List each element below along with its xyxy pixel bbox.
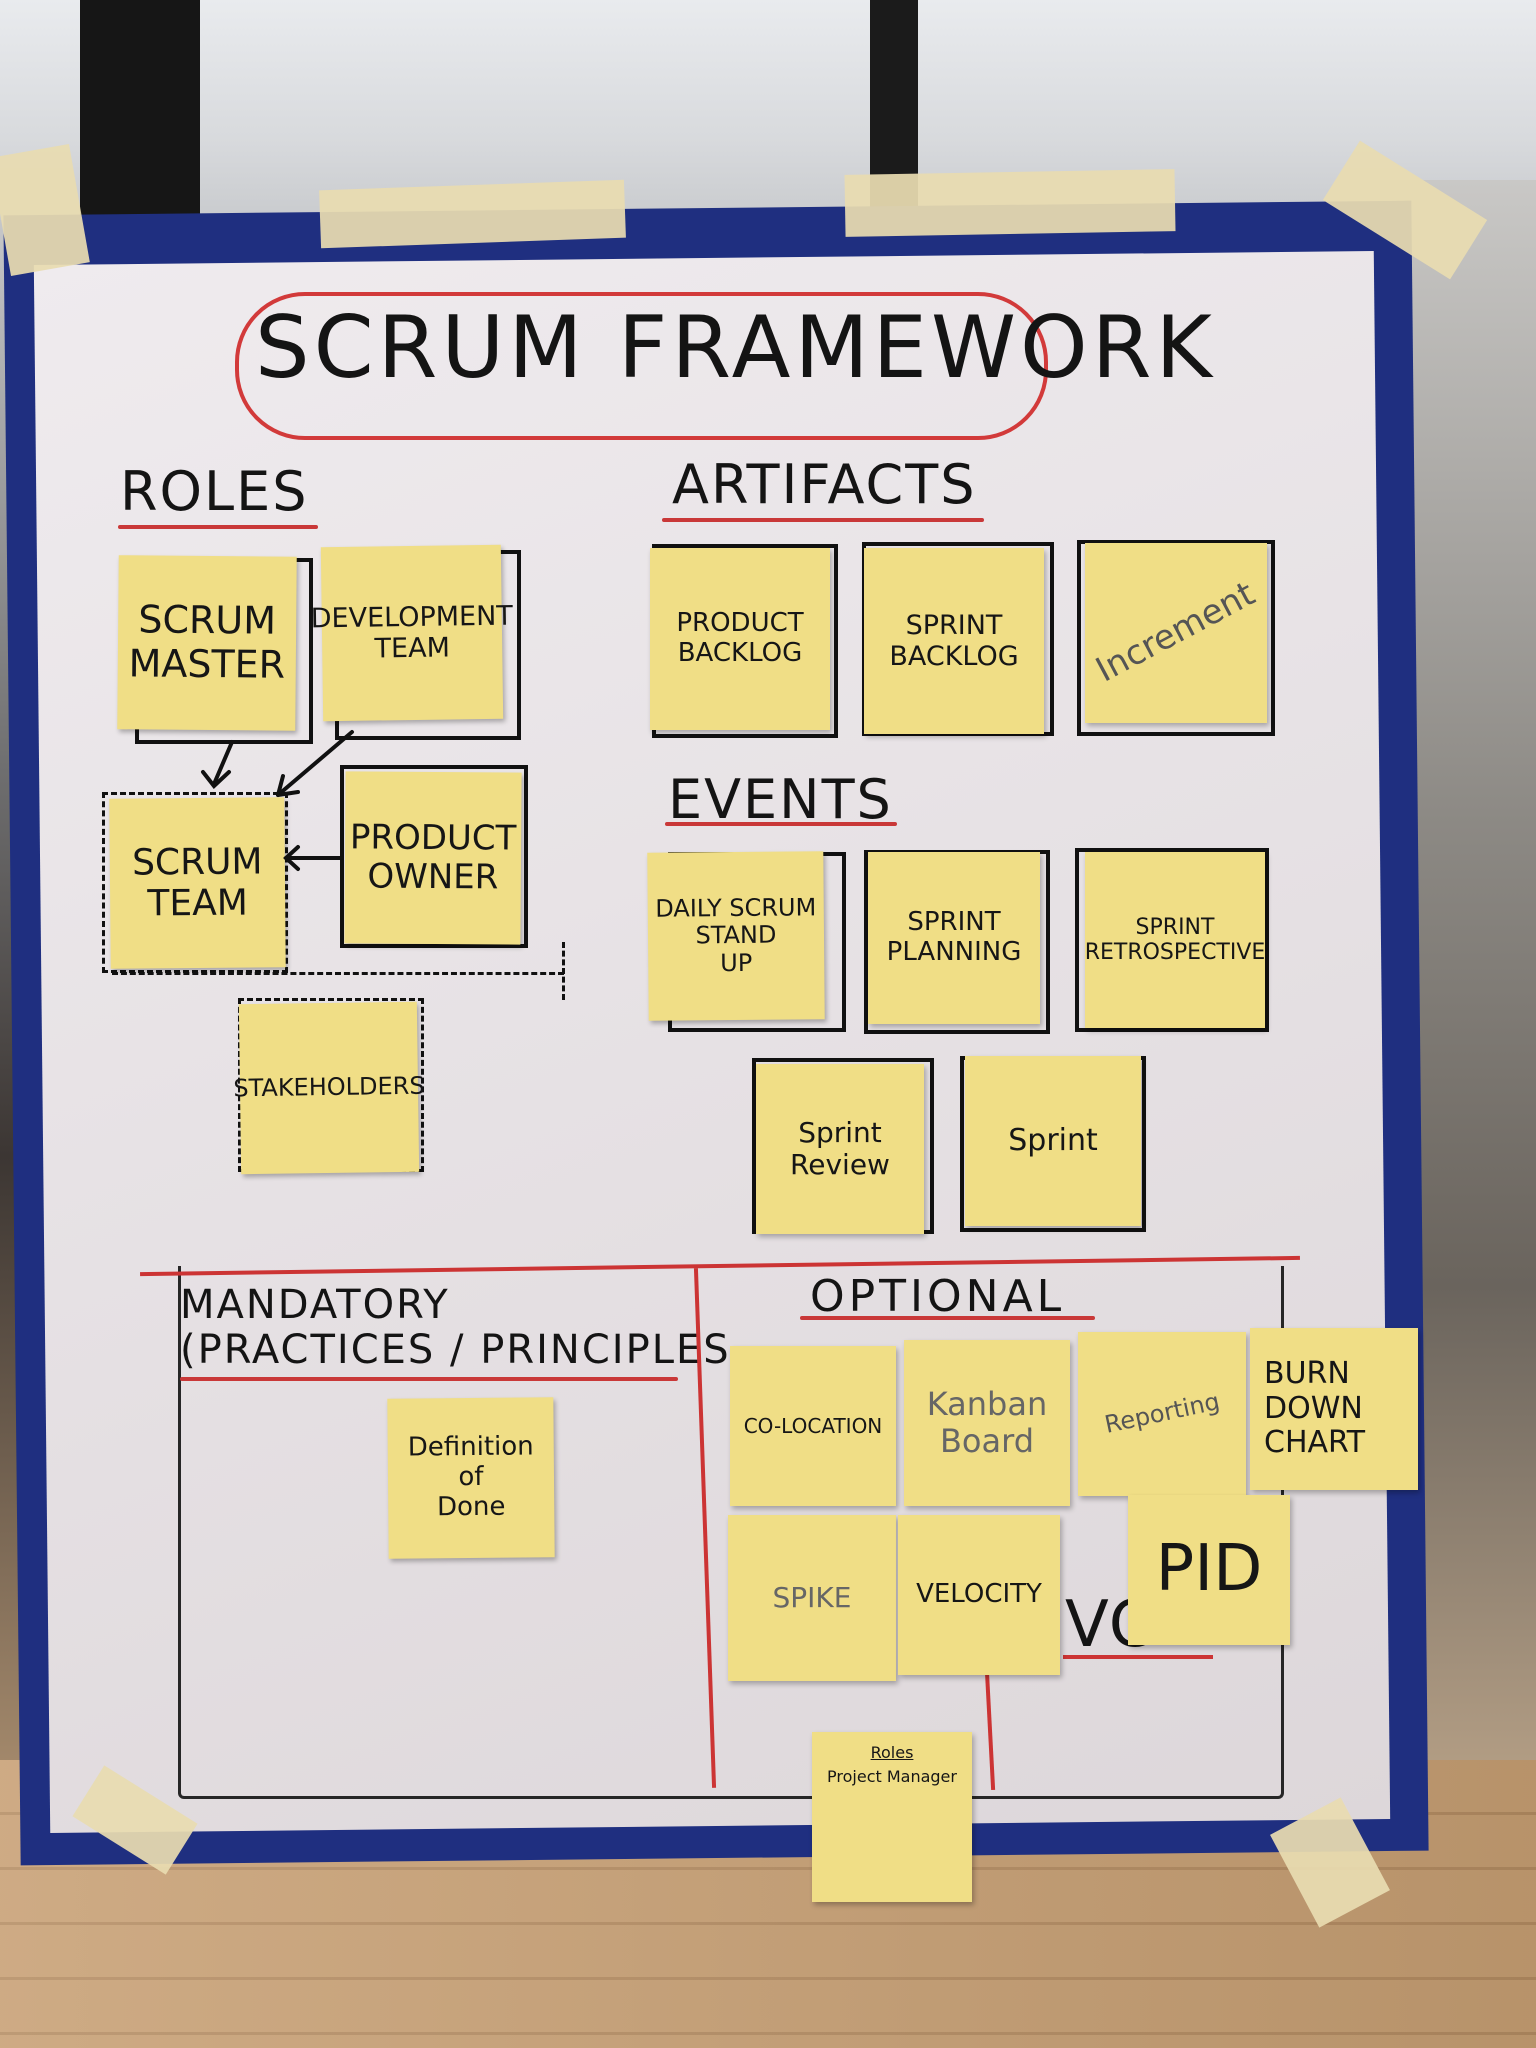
heading-events: EVENTS <box>668 768 893 831</box>
note-sprint: Sprint <box>965 1056 1141 1226</box>
underline-mandatory <box>180 1377 678 1381</box>
note-burn-down-chart: BURN DOWN CHART <box>1250 1328 1418 1490</box>
underline-optional <box>800 1316 1095 1320</box>
note-pid: PID <box>1128 1495 1290 1645</box>
note-project-manager-body: Project Manager <box>827 1767 957 1787</box>
note-product-backlog-text: PRODUCT BACKLOG <box>676 608 804 668</box>
box-scrum-team <box>102 792 288 973</box>
note-sprint-review: Sprint Review <box>756 1064 924 1234</box>
underline-vc <box>1063 1655 1213 1659</box>
arrow-head-3 <box>283 845 300 871</box>
arrow-head-2 <box>276 774 300 797</box>
note-sprint-planning: SPRINT PLANNING <box>868 852 1040 1024</box>
note-sprint-retrospective: SPRINT RETROSPECTIVE <box>1085 852 1265 1028</box>
note-reporting-text: Reporting <box>1101 1387 1222 1440</box>
note-definition-of-done: Definition of Done <box>387 1397 555 1559</box>
underline-artifacts <box>662 518 984 522</box>
note-co-location-text: CO-LOCATION <box>743 1413 883 1438</box>
underline-events <box>665 822 897 826</box>
note-sprint-retrospective-text: SPRINT RETROSPECTIVE <box>1084 914 1266 965</box>
note-sprint-review-text: Sprint Review <box>790 1115 890 1181</box>
heading-artifacts: ARTIFACTS <box>672 453 977 516</box>
arrow-scrum-master-to-team <box>212 740 234 786</box>
note-increment: Increment <box>1085 543 1267 723</box>
dashed-boundary-line <box>112 972 564 975</box>
note-increment-text: Increment <box>1089 574 1262 691</box>
note-pid-text: PID <box>1155 1532 1263 1607</box>
arrow-head-1 <box>201 770 231 789</box>
note-project-manager-title: Roles <box>870 1743 914 1762</box>
note-burn-down-chart-text: BURN DOWN CHART <box>1264 1356 1366 1461</box>
title-oval <box>235 292 1048 440</box>
note-spike: SPIKE <box>728 1515 896 1681</box>
note-sprint-backlog: SPRINT BACKLOG <box>864 548 1044 734</box>
heading-mandatory: MANDATORY (PRACTICES / PRINCIPLES <box>180 1282 731 1373</box>
box-increment <box>1077 540 1275 736</box>
note-reporting: Reporting <box>1078 1332 1246 1496</box>
note-sprint-planning-text: SPRINT PLANNING <box>886 907 1022 967</box>
window-frame-left <box>80 0 200 230</box>
note-daily-scrum-text: DAILY SCRUM STAND UP <box>655 892 817 977</box>
note-daily-scrum: DAILY SCRUM STAND UP <box>647 851 825 1021</box>
office-window <box>0 0 1536 230</box>
note-co-location: CO-LOCATION <box>730 1346 896 1506</box>
board-title: SCRUM FRAMEWORK <box>255 298 1216 398</box>
note-velocity-text: VELOCITY <box>916 1579 1042 1610</box>
note-velocity: VELOCITY <box>898 1515 1060 1675</box>
box-product-owner <box>340 765 528 948</box>
note-sprint-backlog-text: SPRINT BACKLOG <box>889 609 1019 672</box>
box-sprint-retrospective <box>1075 848 1269 1032</box>
note-product-backlog: PRODUCT BACKLOG <box>650 548 830 730</box>
note-spike-text: SPIKE <box>772 1580 852 1614</box>
note-project-manager: Roles Project Manager <box>812 1732 972 1902</box>
arrow-dev-team-to-team <box>276 730 354 797</box>
note-kanban-board-text: Kanban Board <box>926 1385 1048 1460</box>
note-sprint-text: Sprint <box>1008 1122 1098 1158</box>
dashed-boundary-end <box>562 942 565 1000</box>
note-definition-of-done-text: Definition of Done <box>407 1431 534 1523</box>
heading-roles: ROLES <box>120 460 309 523</box>
note-kanban-board: Kanban Board <box>904 1340 1070 1506</box>
heading-optional: OPTIONAL <box>810 1271 1066 1322</box>
underline-roles <box>118 525 318 529</box>
